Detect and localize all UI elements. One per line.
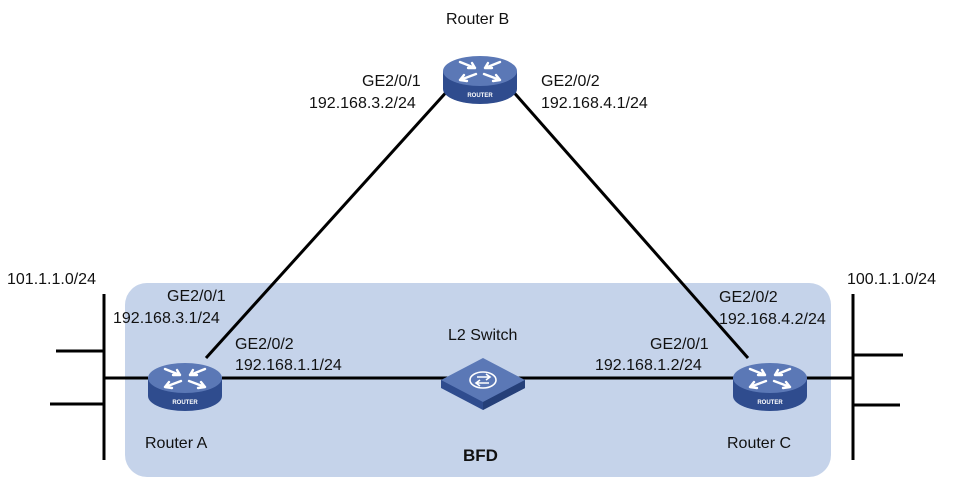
router-badge: ROUTER [172, 400, 198, 406]
router-a-ge202-ip: 192.168.1.1/24 [235, 357, 342, 374]
bfd-label: BFD [463, 446, 498, 465]
router-icon: ROUTER [148, 363, 222, 411]
router-c-ge201-port: GE2/0/1 [650, 336, 709, 353]
router-a-ge202-port: GE2/0/2 [235, 336, 294, 353]
router-c-ge202-port: GE2/0/2 [719, 289, 778, 306]
router-c-ge202-ip: 192.168.4.2/24 [719, 311, 826, 328]
router-b-label: Router B [446, 11, 509, 28]
router-badge: ROUTER [467, 93, 493, 99]
right-network-bus [806, 294, 903, 460]
link-router-a-router-b [204, 86, 452, 360]
left-network-label: 101.1.1.0/24 [7, 271, 96, 288]
router-a-ge201-ip: 192.168.3.1/24 [113, 310, 220, 327]
router-b-ge202-port: GE2/0/2 [541, 73, 600, 90]
router-badge: ROUTER [757, 400, 783, 406]
router-b-ge201-ip: 192.168.3.2/24 [309, 95, 416, 112]
router-b[interactable]: ROUTER [443, 56, 517, 104]
l2-switch[interactable] [441, 358, 525, 410]
router-c-label: Router C [727, 435, 791, 452]
switch-icon [441, 358, 525, 410]
router-c-ge201-ip: 192.168.1.2/24 [595, 357, 702, 374]
left-network-bus [50, 294, 148, 460]
router-a[interactable]: ROUTER [148, 363, 222, 411]
router-icon: ROUTER [443, 56, 517, 104]
router-a-label: Router A [145, 435, 208, 452]
switch-label: L2 Switch [448, 327, 517, 344]
router-b-ge201-port: GE2/0/1 [362, 73, 421, 90]
link-router-b-router-c [508, 87, 750, 359]
router-b-ge202-ip: 192.168.4.1/24 [541, 95, 648, 112]
router-a-ge201-port: GE2/0/1 [167, 288, 226, 305]
router-c[interactable]: ROUTER [733, 363, 807, 411]
router-icon: ROUTER [733, 363, 807, 411]
right-network-label: 100.1.1.0/24 [847, 271, 936, 288]
